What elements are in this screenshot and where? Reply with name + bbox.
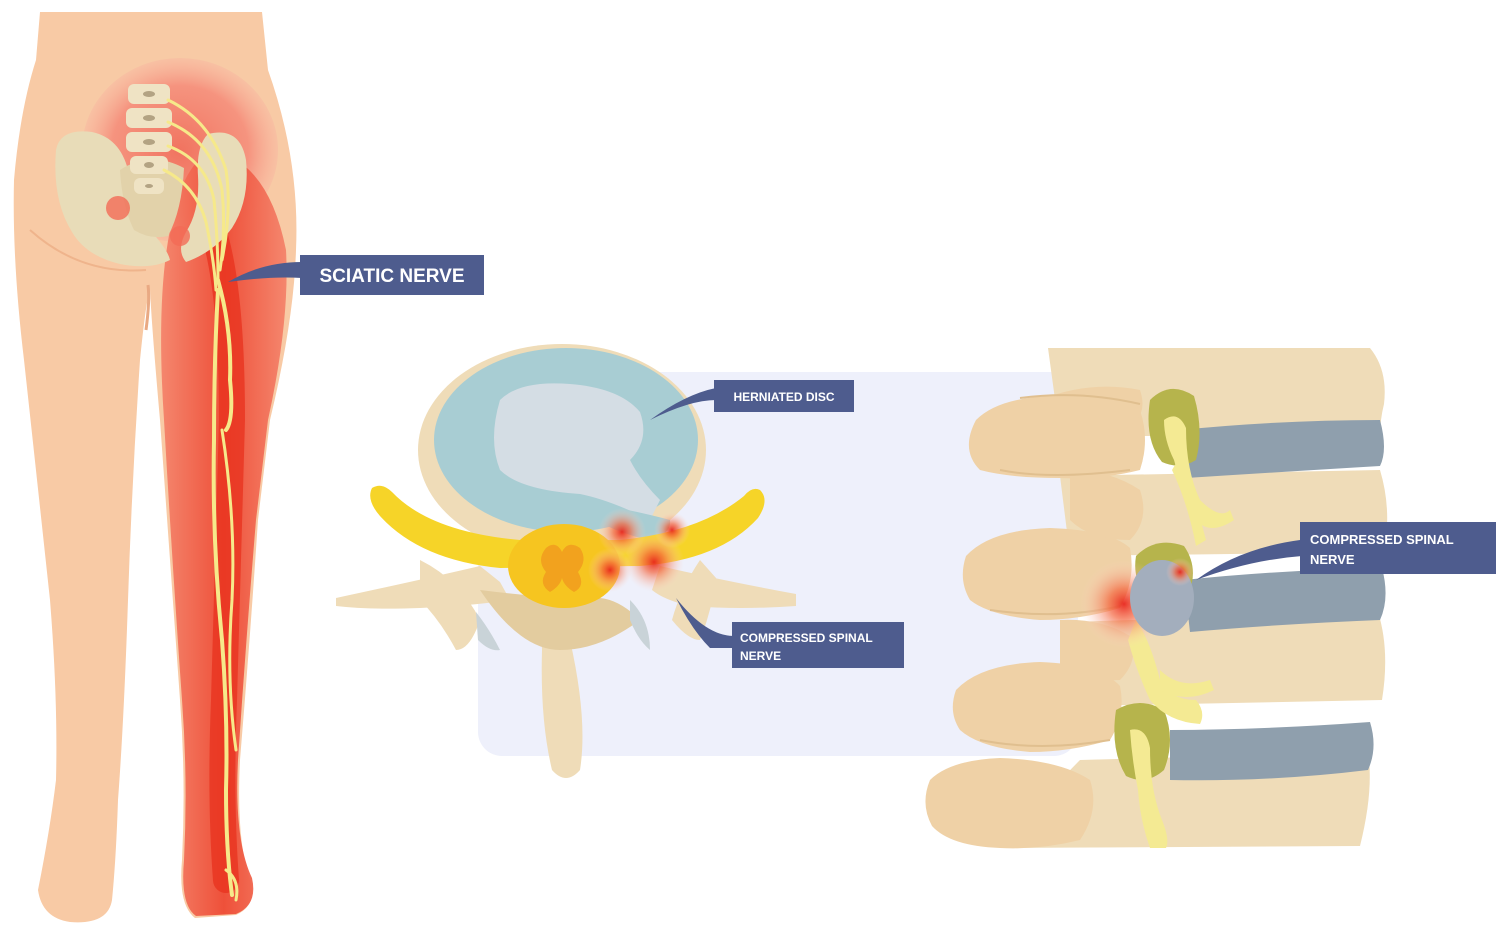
body-figure xyxy=(14,12,297,922)
disc xyxy=(1170,722,1374,780)
herniated-disc-label: HERNIATED DISC xyxy=(733,390,834,404)
spine-side-view xyxy=(925,348,1387,848)
compressed-nerve-label-middle-1: COMPRESSED SPINAL xyxy=(740,631,873,645)
pain-point xyxy=(1166,558,1194,586)
compressed-nerve-label-middle-2: NERVE xyxy=(740,649,781,663)
compressed-nerve-label-right-2: NERVE xyxy=(1310,552,1355,567)
disc xyxy=(1180,420,1384,478)
pain-point xyxy=(654,512,690,548)
sciatic-nerve-label: SCIATIC NERVE xyxy=(320,266,465,287)
compressed-nerve-label-right-1: COMPRESSED SPINAL xyxy=(1310,532,1454,547)
